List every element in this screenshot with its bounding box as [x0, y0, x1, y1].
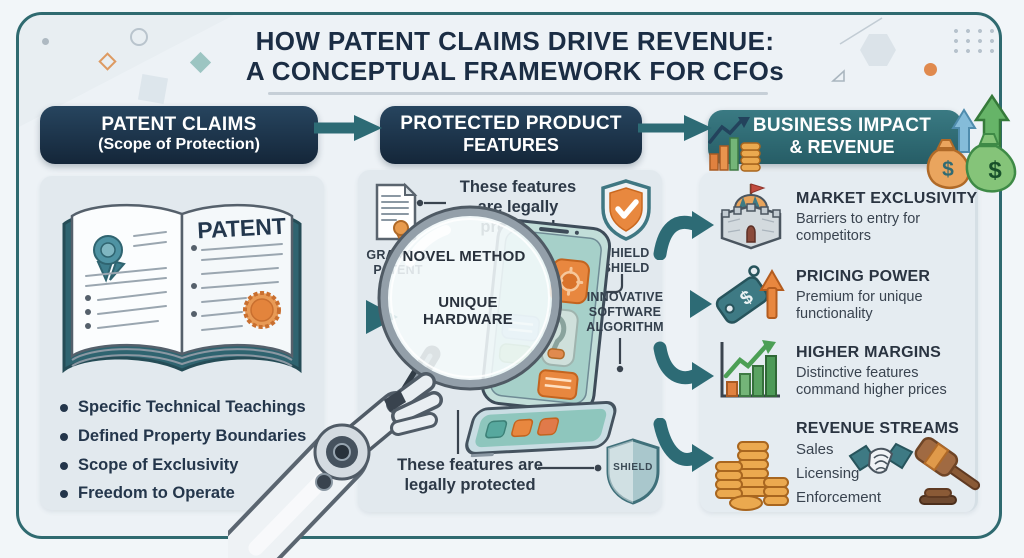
header-protected-features: PROTECTED PRODUCT FEATURES	[380, 106, 642, 164]
flow-arrow-margins	[653, 341, 714, 390]
impact-title: HIGHER MARGINS	[796, 344, 942, 361]
bottom-shield-label: SHIELD	[613, 462, 653, 473]
bullet-item: Scope of Exclusivity	[60, 456, 316, 476]
growth-chart-coins-icon	[708, 117, 761, 172]
patent-claims-bullets: Specific Technical Teachings Defined Pro…	[60, 398, 316, 513]
impact-title: REVENUE STREAMS	[796, 420, 960, 437]
bullet-item: Specific Technical Teachings	[60, 398, 316, 418]
impact-item-higher-margins: HIGHER MARGINS Distinctive features comm…	[796, 344, 986, 399]
title-line-2: A CONCEPTUAL FRAMEWORK FOR CFOs	[245, 55, 785, 86]
header-business-impact-line2: & REVENUE	[789, 137, 895, 158]
orange-money-bag-icon: $	[926, 139, 971, 190]
arrow-features-to-impact	[638, 115, 712, 141]
bullet-dot	[60, 461, 68, 470]
bottom-protection-note: These features are legally protected	[388, 456, 552, 496]
magnifier-label-unique-hardware: UNIQUE HARDWARE	[423, 294, 513, 329]
revenue-stream-sales: Sales	[796, 440, 834, 458]
connector-software-to-phone	[616, 338, 624, 373]
price-tag-icon: $	[715, 265, 785, 324]
title-line-1: HOW PATENT CLAIMS DRIVE REVENUE:	[255, 26, 775, 56]
bullet-item: Defined Property Boundaries	[60, 427, 316, 447]
title-underline	[268, 92, 768, 95]
impact-title: MARKET EXCLUSIVITY	[796, 190, 978, 207]
header-patent-claims-line1: PATENT CLAIMS	[101, 114, 257, 136]
ribbon-rosette-icon	[93, 235, 126, 283]
impact-title: PRICING POWER	[796, 268, 931, 285]
bottom-shield-icon: SHIELD	[606, 438, 660, 505]
decor-dot	[42, 38, 49, 45]
gavel-icon	[914, 437, 981, 505]
impact-desc: Distinctive features command higher pric…	[796, 364, 947, 398]
revenue-stream-enforcement: Enforcement	[796, 488, 882, 506]
impact-item-market-exclusivity: MARKET EXCLUSIVITY Barriers to entry for…	[796, 190, 978, 245]
revenue-stream-licensing: Licensing	[796, 464, 860, 482]
bottom-note-line2: legally protected	[404, 475, 536, 494]
connector-doc-to-note	[416, 199, 446, 207]
svg-text:$: $	[942, 158, 954, 181]
granted-patent-document-icon	[375, 182, 418, 244]
money-bags-growth-icon: $ $	[926, 93, 1017, 193]
top-note-line1: These features	[459, 178, 577, 196]
decor-circle-outline	[130, 28, 148, 46]
margin-bar-chart-icon	[720, 340, 780, 398]
bullet-dot	[60, 432, 68, 441]
gear-app-icon	[549, 258, 590, 305]
toggle-app-icon	[540, 308, 579, 368]
decor-triangle-outline	[831, 69, 845, 82]
page-title: HOW PATENT CLAIMS DRIVE REVENUE: A CONCE…	[245, 26, 785, 87]
impact-desc: Premium for unique functionality	[796, 288, 923, 322]
header-patent-claims-line2: (Scope of Protection)	[98, 136, 260, 154]
header-protected-features-line1: PROTECTED PRODUCT	[400, 113, 622, 135]
bullet-dot	[60, 404, 68, 412]
connector-phone-to-bottom-note	[456, 410, 460, 454]
magnifier-label-novel-method: NOVEL METHOD	[402, 248, 526, 265]
green-money-bag-icon: $	[965, 133, 1017, 193]
header-business-impact-line1: BUSINESS IMPACT	[752, 115, 932, 137]
orange-list-card-icon	[537, 369, 579, 400]
bullet-text: Defined Property Boundaries	[78, 426, 307, 445]
impact-desc: Barriers to entry for competitors	[796, 210, 921, 244]
shield-check-icon	[601, 179, 651, 241]
bullet-dot	[60, 490, 68, 499]
bullet-text: Freedom to Operate	[78, 484, 235, 503]
book-label: PATENT	[197, 213, 287, 244]
bullet-item: Freedom to Operate	[60, 484, 316, 504]
decor-dot-grid	[950, 26, 994, 58]
header-protected-features-line2: FEATURES	[463, 135, 559, 156]
decor-diagonal-line	[839, 17, 883, 45]
decor-square	[137, 73, 169, 105]
connector-note-to-shield	[538, 464, 602, 472]
flow-arrow-pricing	[652, 290, 712, 318]
header-patent-claims: PATENT CLAIMS (Scope of Protection)	[40, 106, 318, 164]
bullet-text: Scope of Exclusivity	[78, 455, 239, 474]
impact-item-pricing-power: PRICING POWER Premium for unique functio…	[796, 268, 978, 323]
bottom-note-line1: These features are	[397, 456, 543, 474]
smartphone-flat	[450, 375, 630, 464]
flow-arrow-revenue	[653, 418, 714, 472]
svg-text:$: $	[988, 157, 1002, 184]
patent-seal-icon	[243, 291, 281, 329]
top-shield-label: SHIELD SHIELD	[602, 246, 650, 275]
castle-icon	[720, 183, 782, 250]
impact-item-revenue-streams: REVENUE STREAMS Sales Licensing Enforcem…	[796, 420, 978, 510]
robot-arm-icon	[228, 372, 443, 558]
coins-icon	[715, 441, 789, 511]
decor-orange-dot	[924, 63, 937, 76]
bullet-text: Specific Technical Teachings	[78, 398, 306, 416]
patent-book-illustration: PATENT	[62, 203, 302, 374]
flow-arrow-exclusivity	[653, 211, 714, 260]
software-algorithm-label: INNOVATIVE SOFTWARE ALGORITHM	[586, 290, 664, 334]
handshake-icon	[848, 442, 914, 474]
arrow-claims-to-features	[314, 115, 382, 141]
